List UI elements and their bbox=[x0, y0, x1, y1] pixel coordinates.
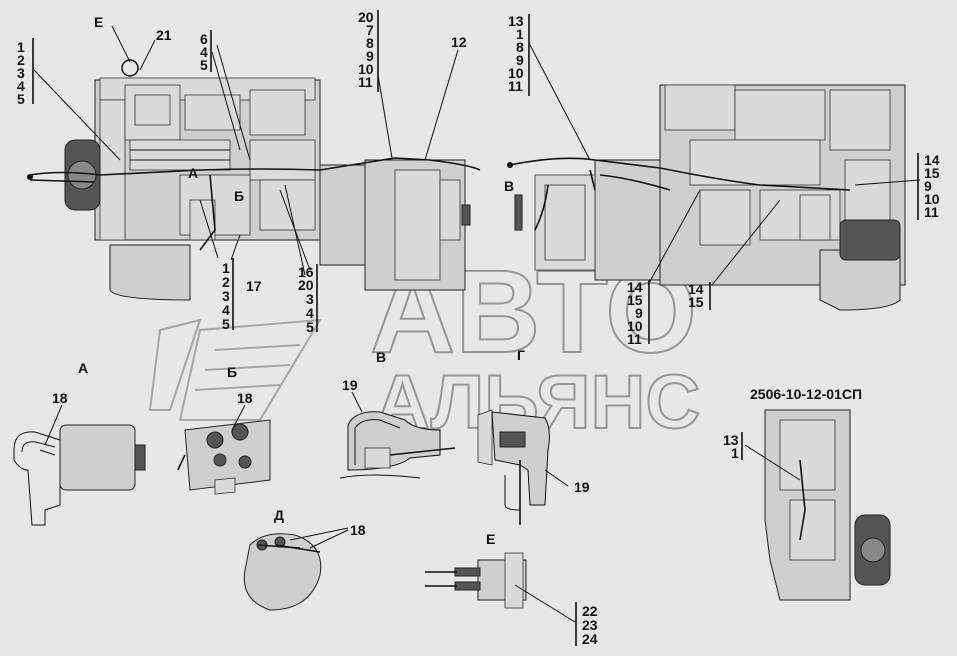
callout-s-right-bot-3: 10 bbox=[627, 318, 643, 334]
marker-b: Б bbox=[234, 188, 244, 204]
callout-s131-1: 1 bbox=[731, 445, 739, 461]
callout-s645-2: 5 bbox=[200, 57, 208, 73]
detail-view-g bbox=[477, 409, 569, 525]
callout-s-mid-top-2: 8 bbox=[366, 35, 374, 51]
callout-s-mid-bot-4: 5 bbox=[306, 319, 314, 335]
callout-s-e-0: 22 bbox=[582, 603, 598, 619]
callout-18-a: 18 bbox=[52, 390, 68, 406]
view-title-d: Д bbox=[274, 507, 284, 523]
callout-s-mid-top-0: 20 bbox=[358, 9, 374, 25]
callout-s-right-bot-2: 9 bbox=[635, 305, 643, 321]
callout-17: 17 bbox=[246, 278, 262, 294]
marker-v: В bbox=[504, 178, 514, 194]
callout-s-left-top-1: 2 bbox=[17, 52, 25, 68]
callout-21: 21 bbox=[156, 27, 172, 43]
callout-s-far-right-2: 9 bbox=[924, 178, 932, 194]
callout-s-mid-top-1: 7 bbox=[366, 22, 374, 38]
callout-s-right-top-2: 8 bbox=[516, 39, 524, 55]
callout-s-right-top-4: 10 bbox=[508, 65, 524, 81]
view-title-v: В bbox=[376, 349, 386, 365]
callout-s-far-right-0: 14 bbox=[924, 152, 940, 168]
drawing-code: 2506-10-12-01СП bbox=[750, 386, 862, 402]
detail-view-e bbox=[425, 552, 576, 623]
callout-s-mid-top-5: 11 bbox=[358, 74, 373, 90]
callout-s-mid-top-4: 10 bbox=[358, 61, 374, 77]
detail-view-b bbox=[177, 404, 271, 495]
view-title-g: Г bbox=[517, 347, 525, 363]
callout-s-left-bot-1: 2 bbox=[222, 274, 230, 290]
callout-s-left-top-3: 4 bbox=[17, 78, 25, 94]
view-title-a: А bbox=[78, 360, 88, 376]
detail-view-d bbox=[243, 527, 349, 611]
callout-s131-0: 13 bbox=[723, 432, 739, 448]
callout-bars bbox=[32, 10, 919, 646]
callout-19-g: 19 bbox=[574, 479, 590, 495]
view-title-e: Е bbox=[486, 531, 495, 547]
detail-view-a bbox=[13, 404, 146, 526]
callout-19-v: 19 bbox=[342, 377, 358, 393]
marker-a: А bbox=[188, 165, 198, 181]
marker-e-top: Е bbox=[94, 14, 103, 30]
left-engine bbox=[64, 77, 471, 301]
watermark-logo-icon bbox=[148, 318, 322, 421]
callout-s-left-top-4: 5 bbox=[17, 91, 25, 107]
callout-s-right-top-0: 13 bbox=[508, 13, 524, 29]
right-engine bbox=[514, 84, 906, 311]
callout-s-far-right-4: 11 bbox=[924, 204, 939, 220]
callout-s-right-top-1: 1 bbox=[516, 26, 524, 42]
callout-s-left-bot-4: 5 bbox=[222, 316, 230, 332]
callout-s-left-bot-0: 1 bbox=[222, 260, 230, 276]
view-e-marker-circle bbox=[121, 59, 139, 77]
callout-s1415-1: 15 bbox=[688, 294, 704, 310]
callout-s-right-bot-1: 15 bbox=[627, 292, 643, 308]
callout-s-far-right-3: 10 bbox=[924, 191, 940, 207]
callout-12: 12 bbox=[451, 34, 467, 50]
callout-18-d: 18 bbox=[350, 522, 366, 538]
callout-s-right-top-3: 9 bbox=[516, 52, 524, 68]
leader-lines bbox=[33, 25, 921, 286]
callout-s-right-bot-4: 11 bbox=[627, 331, 642, 347]
callout-s-left-top-0: 1 bbox=[17, 39, 25, 55]
detail-view-v bbox=[339, 391, 456, 479]
callout-s-left-bot-2: 3 bbox=[222, 288, 230, 304]
callout-s-mid-bot-2: 3 bbox=[306, 291, 314, 307]
callout-s-e-1: 23 bbox=[582, 617, 598, 633]
callout-s-left-bot-3: 4 bbox=[222, 302, 230, 318]
callout-s-left-top-2: 3 bbox=[17, 65, 25, 81]
variant-detail bbox=[744, 409, 891, 601]
callout-s-right-bot-0: 14 bbox=[627, 279, 643, 295]
callout-s-mid-top-3: 9 bbox=[366, 48, 374, 64]
callout-18-b: 18 bbox=[237, 390, 253, 406]
callout-s-right-top-5: 11 bbox=[508, 78, 523, 94]
callout-s-mid-bot-0: 16 bbox=[298, 264, 314, 280]
wiring-harness bbox=[27, 157, 851, 251]
callout-s-e-2: 24 bbox=[582, 631, 598, 647]
view-title-b: Б bbox=[227, 364, 237, 380]
callout-s-far-right-1: 15 bbox=[924, 165, 940, 181]
callout-s1415-0: 14 bbox=[688, 281, 704, 297]
callout-s645-0: 6 bbox=[200, 31, 208, 47]
callout-s-mid-bot-3: 4 bbox=[306, 305, 314, 321]
callout-s-mid-bot-1: 20 bbox=[298, 277, 314, 293]
callout-s645-1: 4 bbox=[200, 44, 208, 60]
